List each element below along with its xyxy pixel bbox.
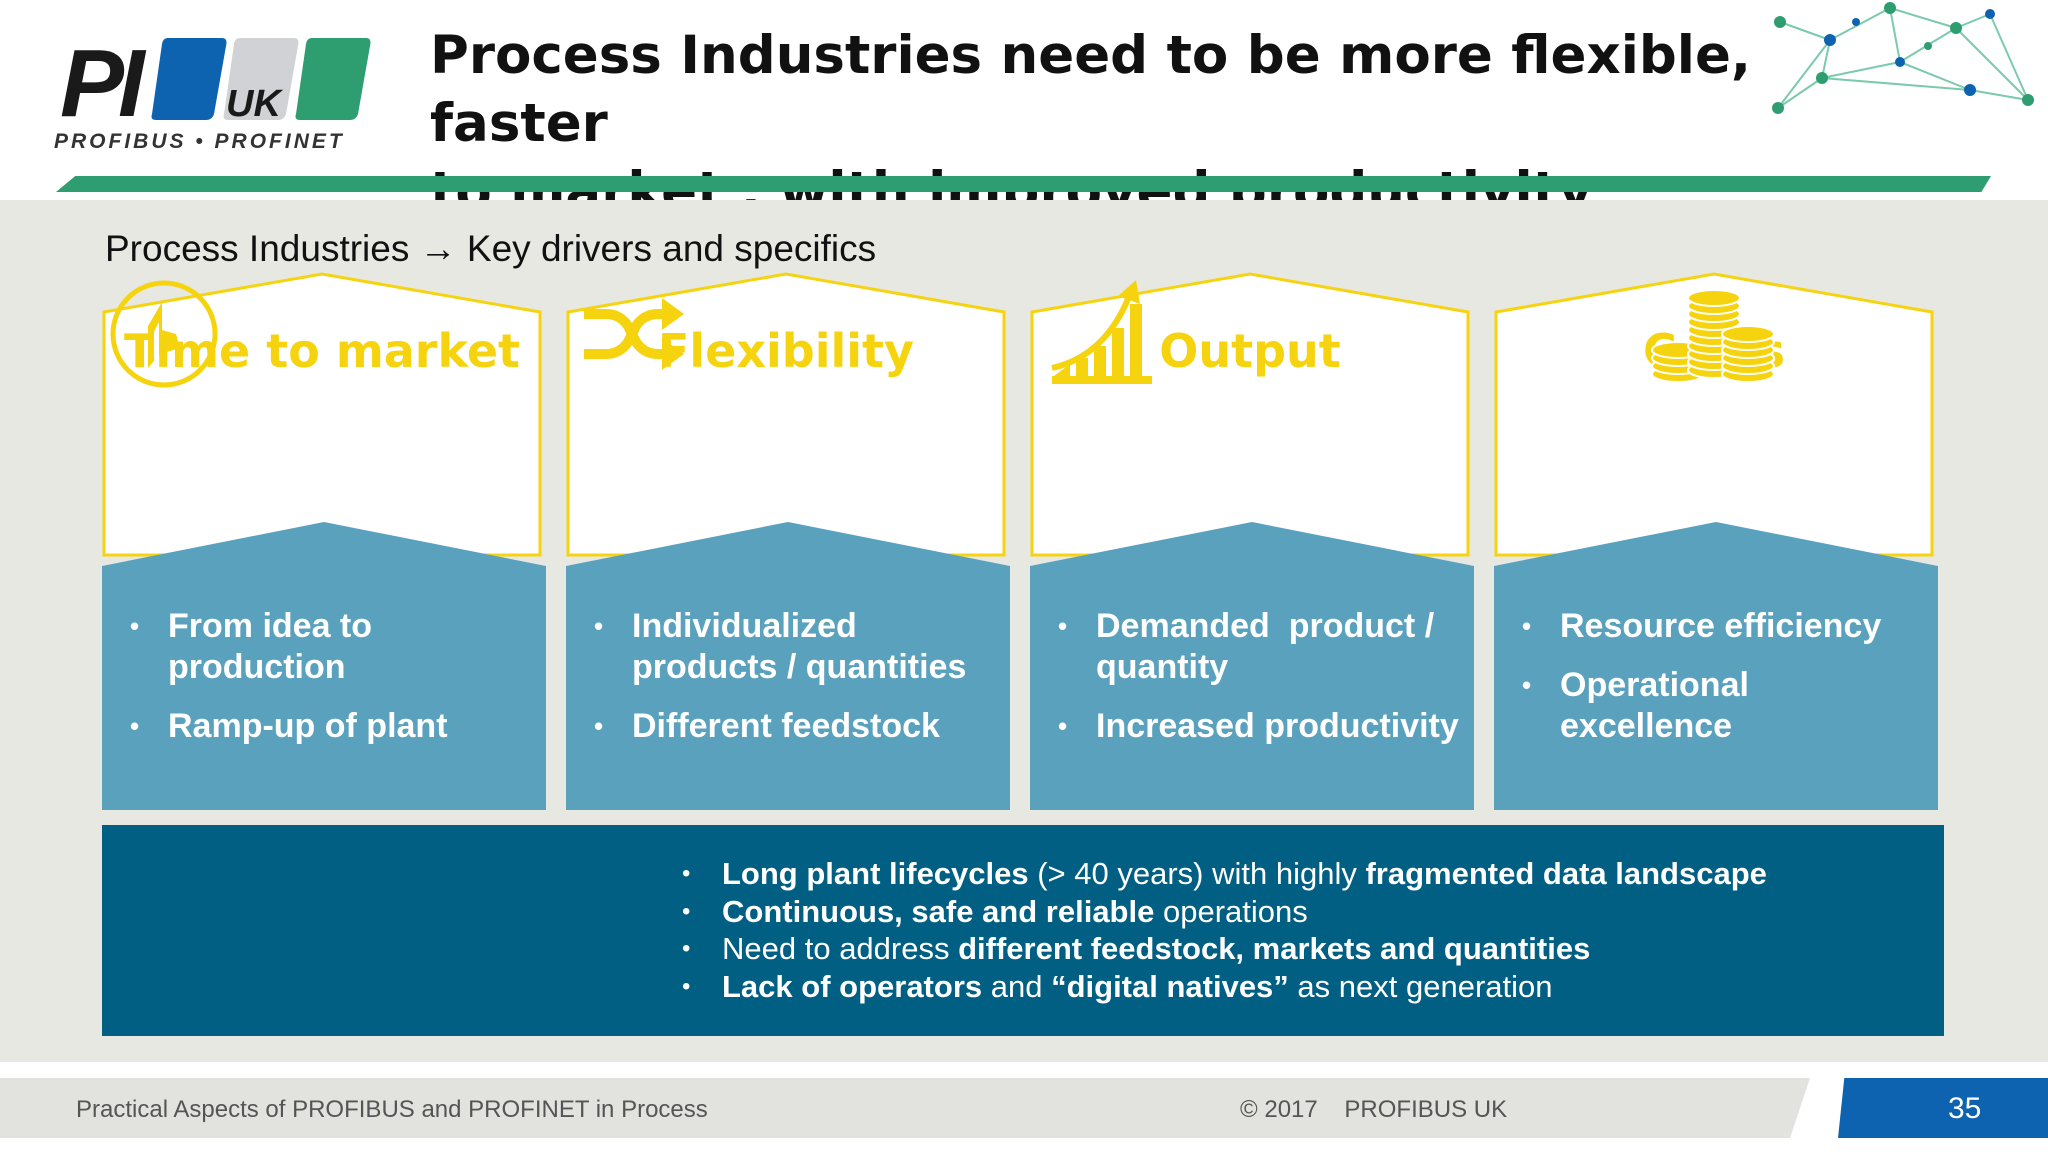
card-title: Time to market	[123, 324, 521, 378]
banner-item: Need to address different feedstock, mar…	[680, 930, 1767, 968]
banner-item: Long plant lifecycles (> 40 years) with …	[680, 855, 1767, 893]
list-item: Individualized products / quantities	[590, 606, 1000, 688]
slide-title: Process Industries need to be more flexi…	[430, 22, 1760, 226]
card-flexibility: Flexibility	[566, 272, 1006, 557]
list-item: Resource efficiency	[1518, 606, 1928, 647]
pi-uk-logo: PI UK PROFIBUS • PROFINET	[54, 30, 371, 153]
card-costs-details: Resource efficiency Operational excellen…	[1494, 522, 1938, 810]
slide-header: PI UK PROFIBUS • PROFINET Process Indust…	[0, 0, 2048, 222]
shuffle-icon	[584, 298, 684, 370]
footer-copyright: © 2017 PROFIBUS UK	[1240, 1096, 1508, 1123]
card-title: Output	[1159, 324, 1341, 378]
card-time-to-market-details: From idea to production Ramp-up of plant	[102, 522, 546, 810]
header-rule	[56, 176, 1991, 192]
list-item: Operational excellence	[1518, 665, 1928, 747]
card-time-to-market: Time to market	[102, 272, 542, 557]
list-item: Demanded product / quantity	[1054, 606, 1464, 688]
growth-chart-icon	[1051, 280, 1152, 384]
list-item: Ramp-up of plant	[126, 706, 536, 747]
clock-icon	[110, 280, 218, 388]
slide-footer: Practical Aspects of PROFIBUS and PROFIN…	[0, 1062, 2048, 1152]
logo-badge: UK	[226, 83, 283, 125]
page-number: 35	[1948, 1092, 1982, 1125]
card-title: Flexibility	[657, 324, 915, 378]
list-item: Different feedstock	[590, 706, 1000, 747]
card-output-details: Demanded product / quantity Increased pr…	[1030, 522, 1474, 810]
card-costs: Costs	[1494, 272, 1934, 557]
coin-stacks-icon	[1651, 289, 1775, 383]
banner-item: Lack of operators and “digital natives” …	[680, 968, 1767, 1006]
specifics-banner: Long plant lifecycles (> 40 years) with …	[102, 825, 1944, 1036]
list-item: From idea to production	[126, 606, 536, 688]
card-flexibility-details: Individualized products / quantities Dif…	[566, 522, 1010, 810]
title-line-1: Process Industries need to be more flexi…	[430, 25, 1752, 154]
banner-item: Continuous, safe and reliable operations	[680, 893, 1767, 931]
logo-mark: PI	[60, 30, 147, 137]
page-number-box	[1838, 1078, 2048, 1138]
network-graphic	[1772, 2, 2034, 114]
card-output: Output	[1030, 272, 1470, 557]
logo-tagline: PROFIBUS • PROFINET	[54, 130, 345, 153]
section-subtitle: Process Industries → Key drivers and spe…	[105, 228, 877, 269]
footer-course-title: Practical Aspects of PROFIBUS and PROFIN…	[76, 1096, 708, 1123]
list-item: Increased productivity	[1054, 706, 1464, 747]
footer-bar	[0, 1078, 1810, 1138]
